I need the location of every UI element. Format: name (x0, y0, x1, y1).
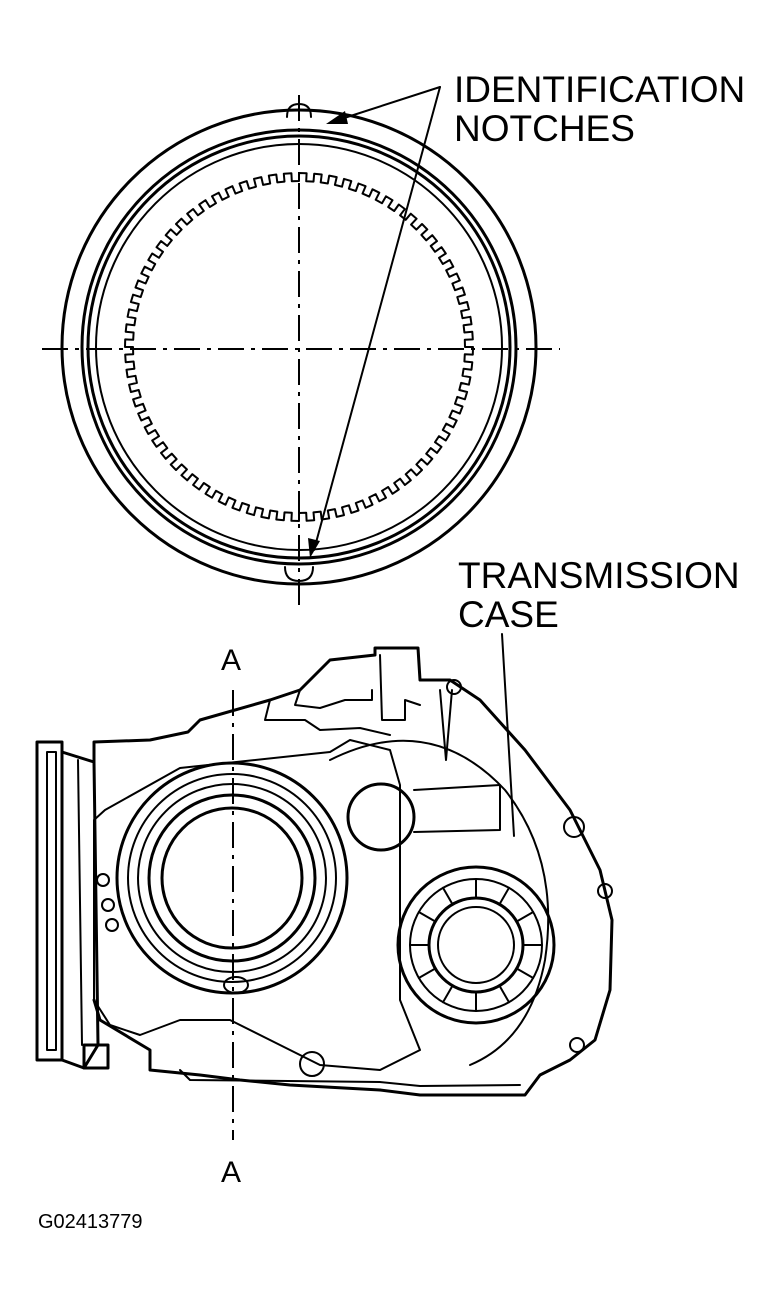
case-leader (501, 633, 515, 837)
leader-bottom (313, 86, 441, 551)
label-identification-notches: IDENTIFICATION NOTCHES (454, 69, 746, 149)
bolt-hole-right-2 (597, 883, 613, 899)
top-rib (264, 699, 391, 736)
output-bore-inner (427, 896, 525, 994)
case-outline-bottom (92, 998, 382, 1092)
case-gasket-outline (93, 739, 421, 1071)
notch-leaders (308, 86, 441, 558)
section-mark-bottom: A (221, 1156, 242, 1189)
bolt-hole-left-1 (96, 873, 110, 887)
figure-id: G02413779 (38, 1211, 143, 1233)
label-transmission-line2: CASE (458, 593, 559, 635)
label-identification-line1: IDENTIFICATION (454, 69, 746, 110)
label-transmission-line1: TRANSMISSION (458, 555, 740, 596)
upper-boss-2 (379, 654, 421, 721)
bolt-hole-left-3 (105, 918, 119, 932)
output-bore-spoke (515, 911, 535, 923)
transmission-case (35, 633, 614, 1140)
case-main-bore-core (160, 806, 304, 950)
case-outline-top-right (92, 646, 614, 1097)
output-bore-spoke (417, 967, 437, 979)
output-bore-spokes (409, 878, 543, 1012)
arrowhead-top (326, 111, 348, 124)
case-bottom-rib (179, 1069, 521, 1087)
label-transmission-case: TRANSMISSION CASE (458, 555, 740, 635)
output-bore-spoke (498, 984, 510, 1004)
output-bore-spoke (515, 967, 535, 979)
center-boss (346, 782, 416, 852)
case-flange-rib (77, 759, 83, 1046)
case-bore-notch (223, 976, 249, 994)
output-bore-spoke (442, 886, 454, 906)
output-bore-spoke (498, 886, 510, 906)
output-bore-core (437, 906, 515, 984)
case-flange-inner (46, 751, 57, 1051)
bolt-hole-left-2 (101, 898, 115, 912)
leader-top (337, 86, 441, 121)
vertical-rib (439, 689, 453, 761)
clutch-ring (42, 95, 560, 606)
center-rib (413, 784, 501, 833)
case-flange-plate (35, 740, 64, 1062)
case-sweep (329, 739, 550, 1066)
output-bore-spoke (417, 911, 437, 923)
upper-boss (294, 689, 373, 709)
output-bore-spoke (442, 984, 454, 1004)
output-bore-outer (396, 865, 556, 1025)
arrowhead-bottom (308, 538, 320, 558)
bolt-hole-right (563, 816, 585, 838)
case-main-bore-ring (127, 773, 337, 983)
section-mark-top: A (221, 644, 242, 677)
bolt-hole-right-3 (569, 1037, 585, 1053)
bolt-hole-top (446, 679, 462, 695)
case-flange-foot (82, 1043, 110, 1070)
ring-internal-teeth (124, 172, 474, 522)
label-identification-line2: NOTCHES (454, 107, 635, 149)
bolt-hole-bottom (299, 1051, 325, 1077)
